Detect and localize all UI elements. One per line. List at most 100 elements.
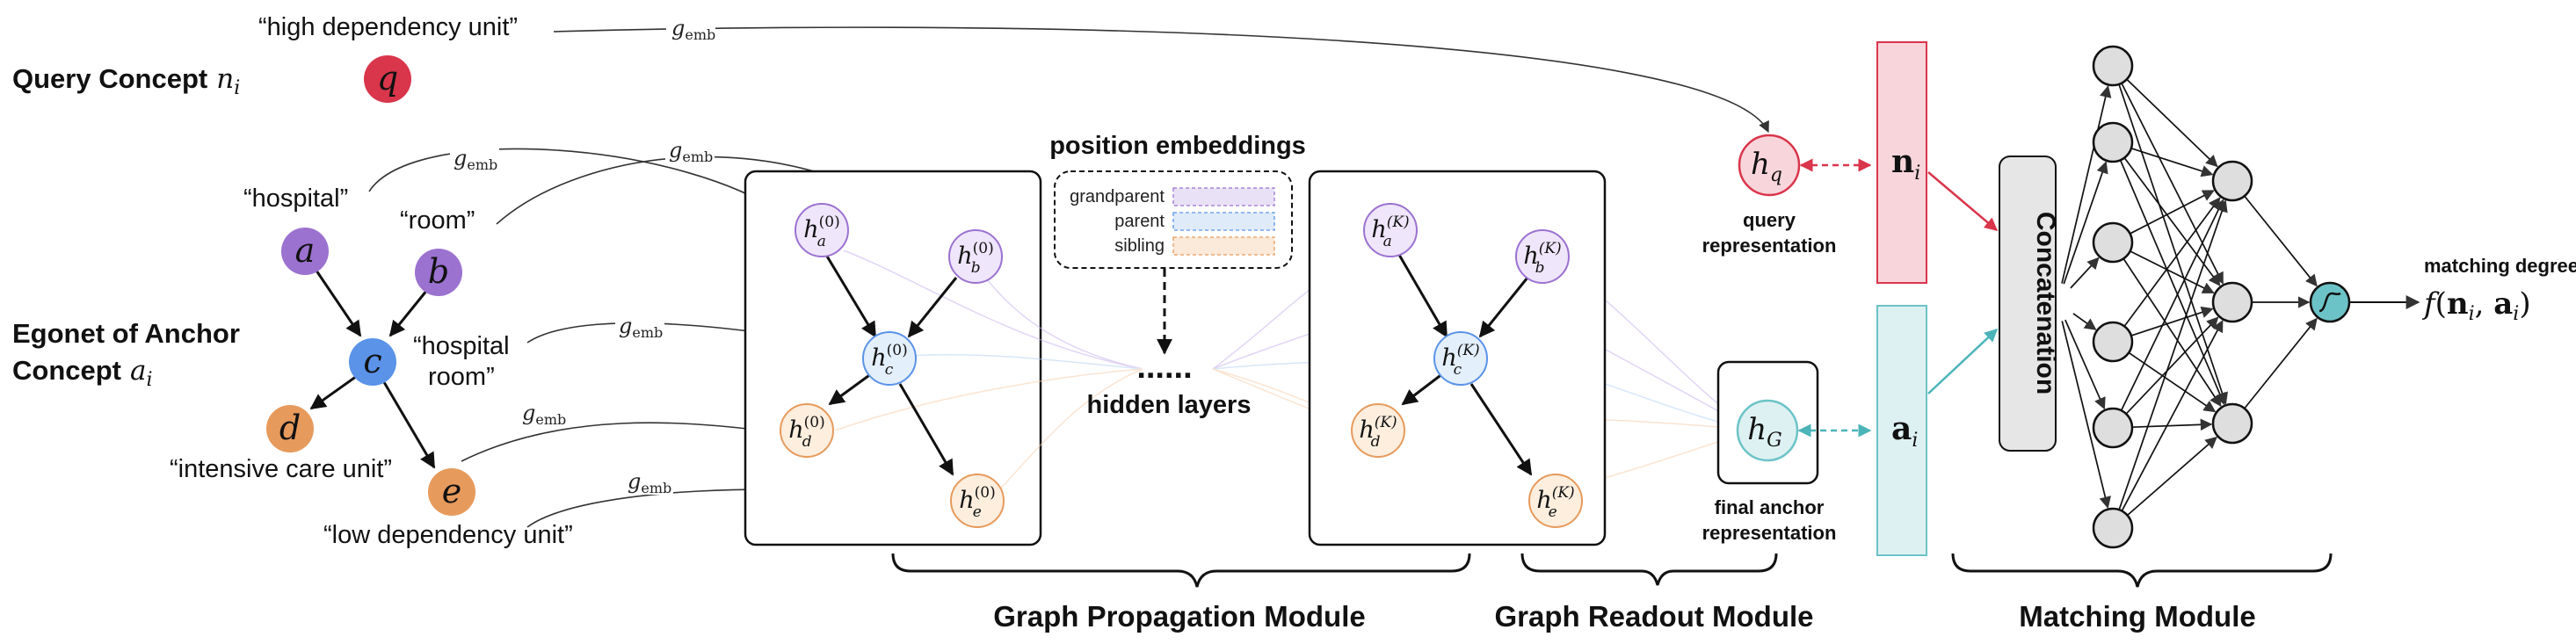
lK-edge-a-c bbox=[1397, 254, 1448, 338]
node-c-label-line1: “hospital bbox=[413, 332, 510, 360]
node-a-letter: a bbox=[295, 231, 316, 270]
l0-edge-c-d bbox=[828, 372, 873, 406]
node-c bbox=[349, 338, 396, 386]
lK-node-c-label: h(K)c bbox=[1441, 342, 1479, 379]
edge-b-c bbox=[388, 289, 429, 337]
concat-to-input-edge bbox=[2072, 313, 2097, 330]
lK-node-e-label: h(K)e bbox=[1536, 484, 1574, 521]
concatenation-label: Concatenation bbox=[2031, 212, 2060, 394]
l0-node-b-label: h(0)b bbox=[957, 240, 993, 277]
l0-node-a-label: h(0)a bbox=[803, 213, 839, 250]
lK-node-e bbox=[1528, 474, 1583, 528]
edge-c-d bbox=[309, 374, 358, 410]
hidden-to-output-edge bbox=[2244, 195, 2318, 287]
l0-node-a bbox=[795, 203, 849, 257]
ni-vector-label: ni bbox=[1891, 143, 1920, 185]
l0-node-e-label: h(0)e bbox=[959, 484, 995, 521]
readout-brace bbox=[1520, 553, 1778, 586]
input-to-hidden-edge bbox=[2119, 159, 2226, 406]
anchor-title-line1: Egonet of Anchor bbox=[12, 318, 240, 349]
concat-to-input-edge bbox=[2064, 319, 2106, 410]
gemb-label-b: gemb bbox=[669, 138, 713, 165]
anchor-rep-line1: final anchor bbox=[1715, 496, 1825, 518]
hq-node bbox=[1738, 134, 1801, 197]
query-node-q-label: q bbox=[377, 59, 398, 98]
nn-input-neuron bbox=[2092, 121, 2134, 163]
input-to-hidden-edge bbox=[2120, 199, 2224, 411]
query-rep-line1: query bbox=[1743, 209, 1796, 231]
node-a bbox=[281, 228, 329, 275]
node-d-label: “intensive care unit” bbox=[170, 455, 392, 483]
nn-hidden-neuron bbox=[2211, 160, 2253, 202]
gemb-edge-d bbox=[461, 422, 777, 462]
nn-hidden-neuron bbox=[2211, 281, 2253, 323]
gemb-label-a: gemb bbox=[454, 146, 497, 173]
matching-brace bbox=[1951, 553, 2333, 588]
gemb-label-c: gemb bbox=[619, 314, 663, 341]
pe-grandparent-label: grandparent bbox=[1070, 187, 1165, 206]
hidden-layers-dots: ...... bbox=[1136, 349, 1192, 386]
propagation-brace bbox=[891, 553, 1471, 588]
l0-node-c bbox=[862, 331, 917, 386]
node-a-label: “hospital” bbox=[243, 185, 348, 213]
query-rep-line2: representation bbox=[1702, 235, 1837, 257]
node-b-label: “room” bbox=[400, 206, 475, 235]
ai-vector bbox=[1876, 305, 1927, 556]
nn-hidden-neuron bbox=[2211, 402, 2253, 445]
input-to-hidden-edge bbox=[2122, 257, 2222, 408]
l0-node-d-label: h(0)d bbox=[788, 414, 824, 451]
nn-input-neuron bbox=[2092, 321, 2134, 363]
l0-edge-a-c bbox=[824, 254, 877, 338]
ni-vector bbox=[1876, 41, 1927, 284]
nn-input-neuron bbox=[2092, 221, 2134, 264]
edge-a-c bbox=[315, 270, 362, 337]
node-b-letter: b bbox=[428, 252, 449, 291]
pe-sibling-label: sibling bbox=[1114, 236, 1165, 256]
ai-vector-label: ai bbox=[1891, 410, 1918, 452]
l0-node-d bbox=[780, 403, 834, 458]
matching-degree-label: matching degree bbox=[2424, 255, 2576, 277]
l0-edge-b-c bbox=[907, 277, 958, 338]
pe-grandparent-bar bbox=[1172, 187, 1275, 206]
sigmoid-icon bbox=[2318, 292, 2341, 313]
input-to-hidden-edge bbox=[2130, 190, 2215, 235]
input-to-hidden-edge bbox=[2130, 306, 2214, 336]
ni-to-concat-arrow bbox=[1927, 171, 1999, 231]
query-text: “high dependency unit” bbox=[258, 13, 518, 41]
input-to-hidden-edge bbox=[2126, 436, 2217, 517]
matching-network bbox=[2061, 45, 2351, 549]
input-to-hidden-edge bbox=[2123, 197, 2221, 327]
node-d-letter: d bbox=[279, 409, 301, 447]
input-to-hidden-edge bbox=[2131, 418, 2213, 431]
input-to-hidden-edge bbox=[2121, 320, 2224, 511]
hidden-to-output-edge bbox=[2244, 317, 2318, 409]
input-to-hidden-edge bbox=[2130, 147, 2214, 177]
input-to-hidden-edge bbox=[2118, 83, 2228, 405]
gemb-label-d: gemb bbox=[522, 401, 566, 428]
lK-node-b bbox=[1515, 229, 1570, 284]
lK-edge-b-c bbox=[1478, 277, 1529, 338]
nn-input-neuron bbox=[2092, 45, 2134, 87]
concat-to-input-edge bbox=[2070, 257, 2100, 289]
input-to-hidden-edge bbox=[2130, 250, 2215, 294]
lK-node-c bbox=[1433, 331, 1488, 386]
input-to-hidden-edge bbox=[2126, 78, 2218, 168]
lK-node-d-label: h(K)d bbox=[1359, 414, 1397, 451]
pe-parent-label: parent bbox=[1114, 212, 1165, 231]
module-title-readout: Graph Readout Module bbox=[1495, 600, 1814, 633]
hq-node-label: hq bbox=[1751, 147, 1782, 186]
lK-edge-c-e bbox=[1469, 383, 1533, 476]
position-embeddings-title: position embeddings bbox=[1049, 132, 1306, 160]
node-c-label-line2: room” bbox=[428, 363, 495, 391]
lK-node-a-label: h(K)a bbox=[1371, 213, 1409, 250]
module-title-propagation: Graph Propagation Module bbox=[993, 600, 1366, 633]
node-c-letter: c bbox=[363, 342, 381, 380]
concat-to-input-edge bbox=[2061, 321, 2111, 510]
node-d bbox=[266, 405, 314, 452]
edge-c-e bbox=[382, 381, 436, 469]
lK-node-a bbox=[1363, 203, 1418, 257]
hidden-layers-label: hidden layers bbox=[1087, 391, 1252, 419]
